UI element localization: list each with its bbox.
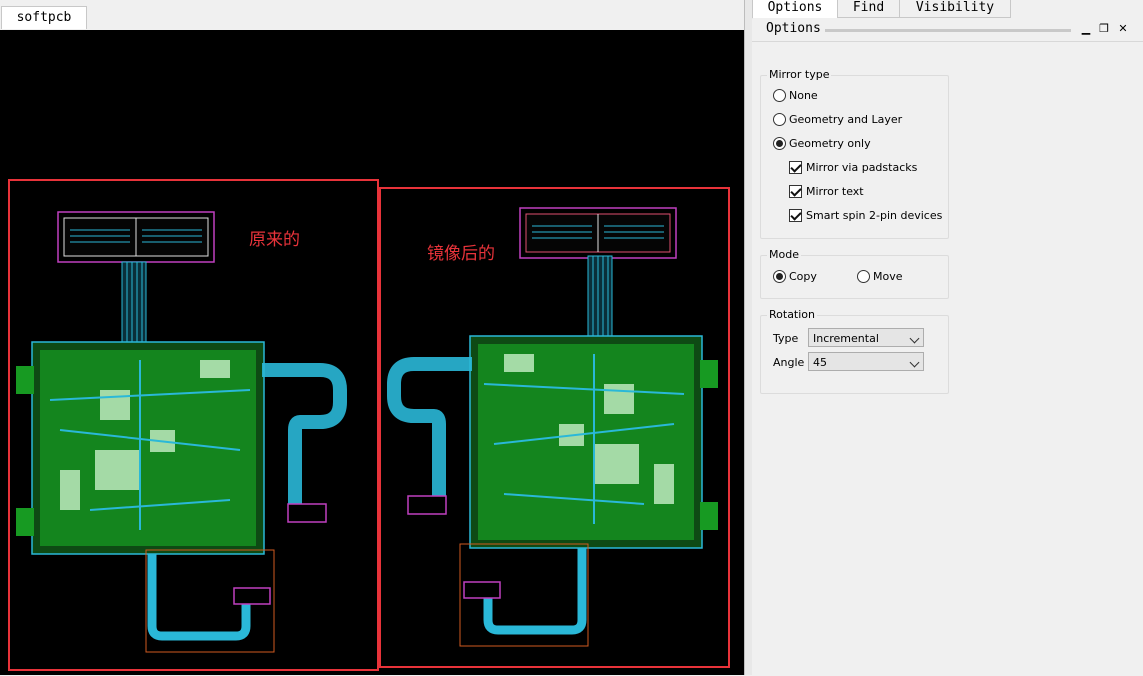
radio-geometry-only[interactable]: Geometry only — [773, 134, 871, 152]
rotation-group: Rotation Type Incremental Angle 45 — [760, 308, 949, 394]
tab-options[interactable]: Options — [752, 0, 838, 18]
mode-label: Mode — [767, 248, 801, 261]
options-panel-header: Options ▁ ❐ ✕ — [752, 19, 1143, 41]
original-board — [16, 211, 347, 653]
check-mirror-via-padstacks[interactable]: Mirror via padstacks — [789, 158, 917, 176]
panel-title: Options — [766, 21, 821, 36]
radio-copy-indicator[interactable] — [773, 269, 786, 283]
mirrored-board — [387, 207, 718, 647]
chevron-down-icon — [909, 333, 920, 344]
radio-geometry-and-layer[interactable]: Geometry and Layer — [773, 110, 902, 128]
annotation-mirrored: 镜像后的 — [427, 244, 495, 264]
pcb-drawing: 原来的 镜像后的 — [8, 179, 730, 671]
document-tab-bar: softpcb — [0, 0, 748, 30]
close-icon[interactable]: ✕ — [1118, 22, 1128, 35]
panel-splitter[interactable] — [744, 0, 753, 675]
mirror-type-group: Mirror type None Geometry and Layer Geom… — [760, 68, 949, 239]
options-panel-body: Mirror type None Geometry and Layer Geom… — [752, 41, 1143, 676]
pcb-canvas[interactable]: 原来的 镜像后的 — [0, 30, 744, 675]
mirror-type-label: Mirror type — [767, 68, 832, 81]
radio-copy[interactable]: Copy — [773, 267, 817, 285]
rotation-type-select[interactable]: Incremental — [808, 328, 924, 347]
annotation-original: 原来的 — [249, 230, 300, 250]
radio-move[interactable]: Move — [857, 267, 903, 285]
radio-geometry-and-layer-indicator[interactable] — [773, 112, 786, 126]
radio-none-indicator[interactable] — [773, 88, 786, 102]
document-tab-softpcb[interactable]: softpcb — [1, 6, 87, 29]
original-highlight-box — [8, 179, 379, 671]
chevron-down-icon — [909, 357, 920, 368]
tab-visibility[interactable]: Visibility — [899, 0, 1011, 18]
check-smart-spin-box[interactable] — [789, 208, 802, 222]
rotation-angle-select[interactable]: 45 — [808, 352, 924, 371]
radio-move-indicator[interactable] — [857, 269, 870, 283]
panel-drag-grip[interactable] — [825, 29, 1071, 32]
restore-icon[interactable]: ❐ — [1099, 22, 1109, 35]
check-mirror-text-box[interactable] — [789, 184, 802, 198]
check-smart-spin[interactable]: Smart spin 2-pin devices — [789, 206, 942, 224]
rotation-label: Rotation — [767, 308, 818, 321]
check-mirror-via-padstacks-box[interactable] — [789, 160, 802, 174]
panel-tab-bar: Options Find Visibility — [752, 0, 1143, 18]
mode-group: Mode Copy Move — [760, 248, 949, 299]
rotation-type-label: Type — [773, 332, 799, 345]
radio-geometry-only-indicator[interactable] — [773, 136, 786, 150]
rotation-angle-label: Angle — [773, 356, 805, 369]
tab-find[interactable]: Find — [837, 0, 900, 18]
check-mirror-text[interactable]: Mirror text — [789, 182, 864, 200]
mirrored-highlight-box — [379, 187, 730, 668]
minimize-icon[interactable]: ▁ — [1081, 22, 1091, 35]
radio-none[interactable]: None — [773, 86, 818, 104]
